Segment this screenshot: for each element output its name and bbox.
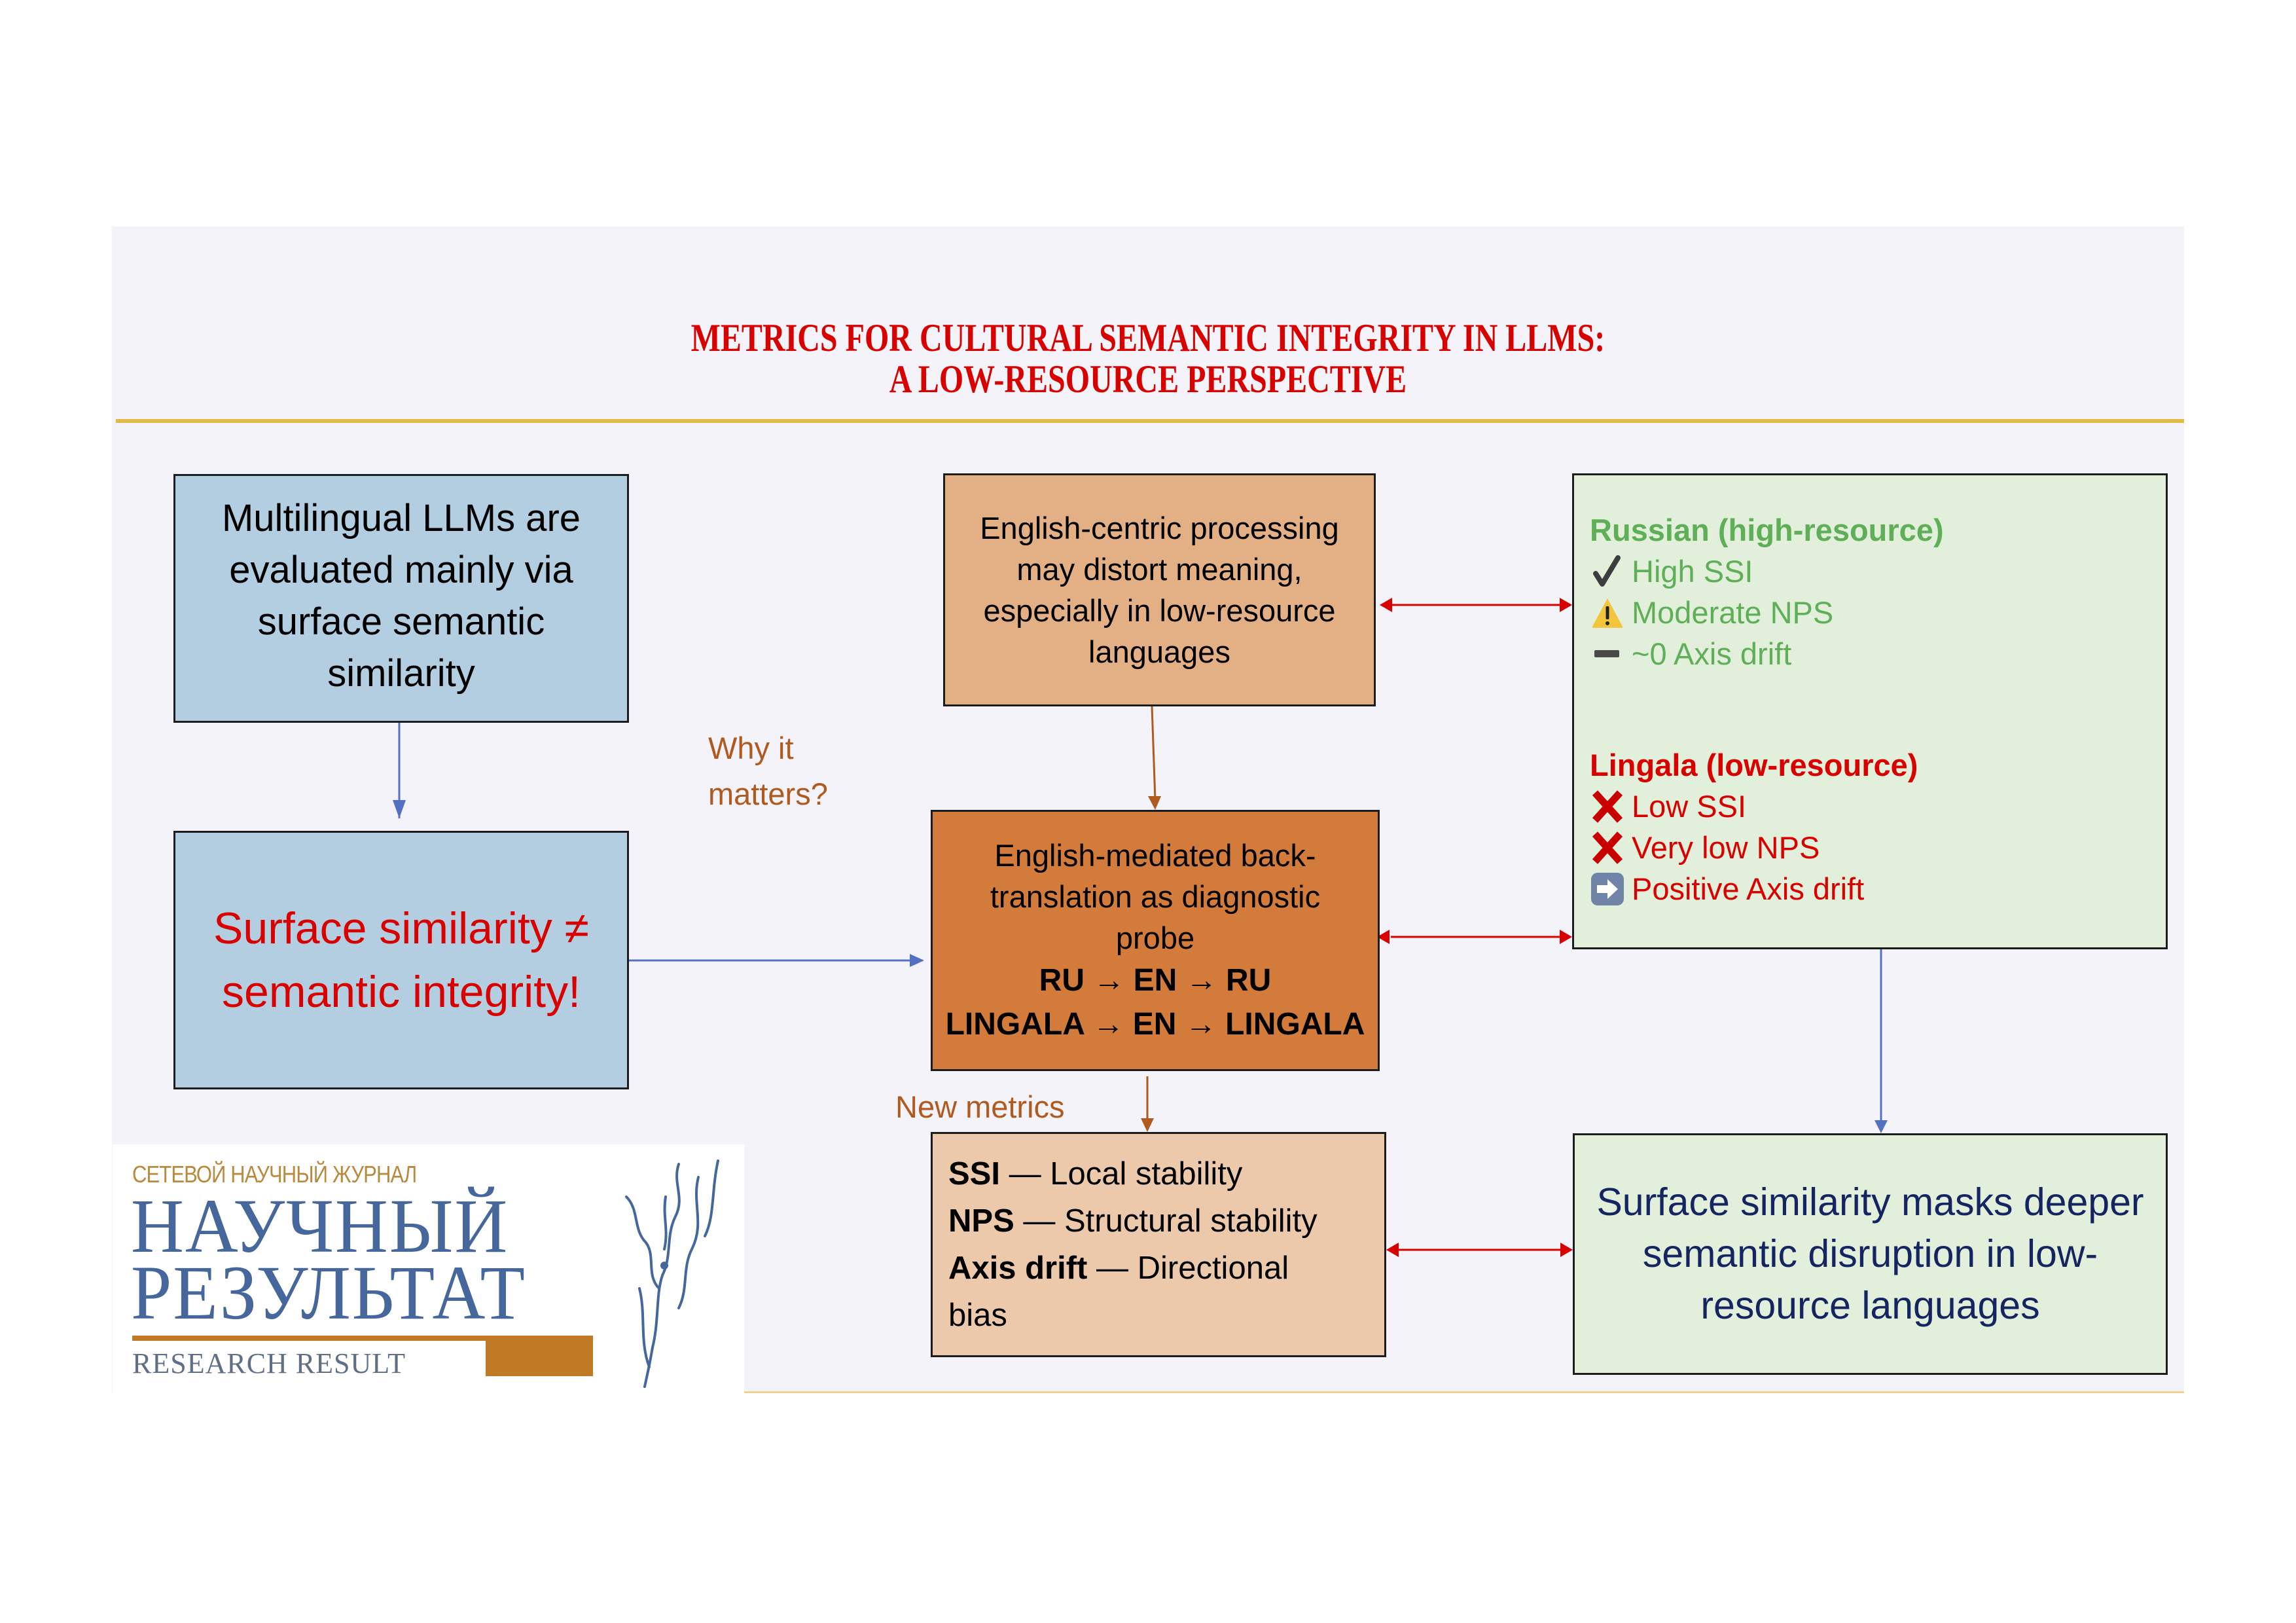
probe-line: probe: [1115, 921, 1195, 955]
metric-term: NPS: [948, 1203, 1014, 1239]
lingala-item-text: Positive Axis drift: [1632, 871, 1865, 906]
arrow-results-to-conclusion: [1874, 949, 1888, 1133]
russian-item-text: Moderate NPS: [1632, 595, 1834, 630]
metric-desc: — Directional: [1087, 1250, 1289, 1286]
probe-path-lingala: LINGALA → EN → LINGALA: [945, 1007, 1365, 1042]
evaluation-line: evaluated mainly via: [229, 549, 573, 591]
lingala-item: Very low NPS: [1590, 827, 1820, 868]
metric-item-axis-drift: Axis drift — Directional: [948, 1245, 1289, 1292]
metric-item-nps: NPS — Structural stability: [948, 1197, 1318, 1245]
cross-icon: [1590, 789, 1625, 824]
header-divider: [116, 419, 2184, 423]
double-arrow-metrics-conclusion: [1386, 1243, 1573, 1257]
title-text-2: A LOW-RESOURCE PERSPECTIVE: [889, 357, 1407, 401]
lingala-item: Positive Axis drift: [1590, 868, 1864, 909]
logo-figure-icon: [625, 1159, 719, 1388]
russian-item: High SSI: [1590, 551, 1753, 592]
conclusion-line: resource languages: [1700, 1284, 2040, 1327]
russian-item-text: ~0 Axis drift: [1632, 636, 1792, 671]
metric-continuation: bias: [948, 1298, 1007, 1333]
minus-icon: [1590, 636, 1625, 672]
why-it-matters-label: Why it matters?: [708, 725, 828, 817]
logo-accent-block: [486, 1336, 593, 1376]
right-arrow-icon: [1590, 871, 1625, 907]
title-line-2: A LOW-RESOURCE PERSPECTIVE: [112, 359, 2184, 399]
why-label-line: matters?: [708, 776, 828, 811]
metric-desc: — Local stability: [999, 1156, 1243, 1192]
arrow-probe-to-metrics: [1141, 1076, 1154, 1132]
warning-icon: [1590, 595, 1625, 630]
logo-english-name: RESEARCH RESULT: [132, 1347, 406, 1379]
conclusion-line: semantic disruption in low-: [1642, 1232, 2098, 1275]
back-translation-probe-box: English-mediated back- translation as di…: [931, 810, 1380, 1071]
logo-title-line-1: НАУЧНЫЙ: [131, 1183, 509, 1269]
lingala-item: Low SSI: [1590, 786, 1746, 827]
journal-logo: СЕТЕВОЙ НАУЧНЫЙ ЖУРНАЛ НАУЧНЫЙ РЕЗУЛЬТАТ…: [113, 1144, 744, 1393]
evaluation-box: Multilingual LLMs are evaluated mainly v…: [173, 474, 629, 723]
check-icon: [1590, 554, 1625, 589]
arrow-centric-to-probe: [1148, 706, 1161, 810]
metric-desc: — Structural stability: [1014, 1203, 1318, 1239]
probe-path-ru: RU → EN → RU: [1039, 963, 1272, 998]
english-centric-line: languages: [1088, 634, 1230, 669]
why-label-line: Why it: [708, 731, 794, 765]
title-text-1: METRICS FOR CULTURAL SEMANTIC INTEGRITY …: [691, 316, 1605, 359]
evaluation-line: Multilingual LLMs are: [221, 497, 581, 539]
title-line-1: METRICS FOR CULTURAL SEMANTIC INTEGRITY …: [112, 318, 2184, 357]
lingala-item-text: Very low NPS: [1632, 830, 1820, 865]
russian-item: ~0 Axis drift: [1590, 633, 1791, 674]
evaluation-line: similarity: [327, 652, 475, 695]
metric-term: SSI: [948, 1156, 1000, 1192]
russian-header: Russian (high-resource): [1590, 513, 1944, 547]
double-arrow-centric-results: [1380, 598, 1572, 612]
inequality-line: semantic integrity!: [222, 966, 581, 1017]
russian-item: Moderate NPS: [1590, 592, 1833, 633]
probe-line: English-mediated back-: [994, 838, 1316, 873]
inequality-line: Surface similarity ≠: [213, 903, 589, 953]
probe-line: translation as diagnostic: [990, 879, 1321, 914]
results-box: Russian (high-resource) High SSI Moderat…: [1572, 473, 2168, 949]
new-metrics-label: New metrics: [895, 1089, 1065, 1124]
lingala-header: Lingala (low-resource): [1590, 748, 1918, 782]
arrow-eval-to-neq: [393, 723, 406, 818]
metrics-box: SSI — Local stability NPS — Structural s…: [931, 1132, 1386, 1357]
logo-rule: [132, 1336, 590, 1341]
metric-item-ssi: SSI — Local stability: [948, 1150, 1242, 1197]
metric-term: Axis drift: [948, 1250, 1088, 1286]
english-centric-box: English-centric processing may distort m…: [943, 473, 1376, 706]
inequality-box: Surface similarity ≠ semantic integrity!: [173, 831, 629, 1089]
logo-subtitle: СЕТЕВОЙ НАУЧНЫЙ ЖУРНАЛ: [132, 1161, 417, 1188]
english-centric-line: English-centric processing: [980, 511, 1339, 545]
cross-icon: [1590, 830, 1625, 866]
lingala-item-text: Low SSI: [1632, 789, 1747, 824]
evaluation-line: surface semantic: [257, 600, 545, 643]
conclusion-line: Surface similarity masks deeper: [1596, 1180, 2144, 1224]
double-arrow-probe-results: [1377, 930, 1572, 944]
english-centric-line: may distort meaning,: [1016, 552, 1302, 587]
english-centric-line: especially in low-resource: [983, 593, 1336, 628]
footer-divider: [744, 1391, 2184, 1393]
conclusion-box: Surface similarity masks deeper semantic…: [1573, 1133, 2168, 1375]
logo-title-line-2: РЕЗУЛЬТАТ: [131, 1250, 526, 1336]
arrow-neq-to-probe: [629, 954, 924, 967]
russian-item-text: High SSI: [1632, 554, 1753, 589]
